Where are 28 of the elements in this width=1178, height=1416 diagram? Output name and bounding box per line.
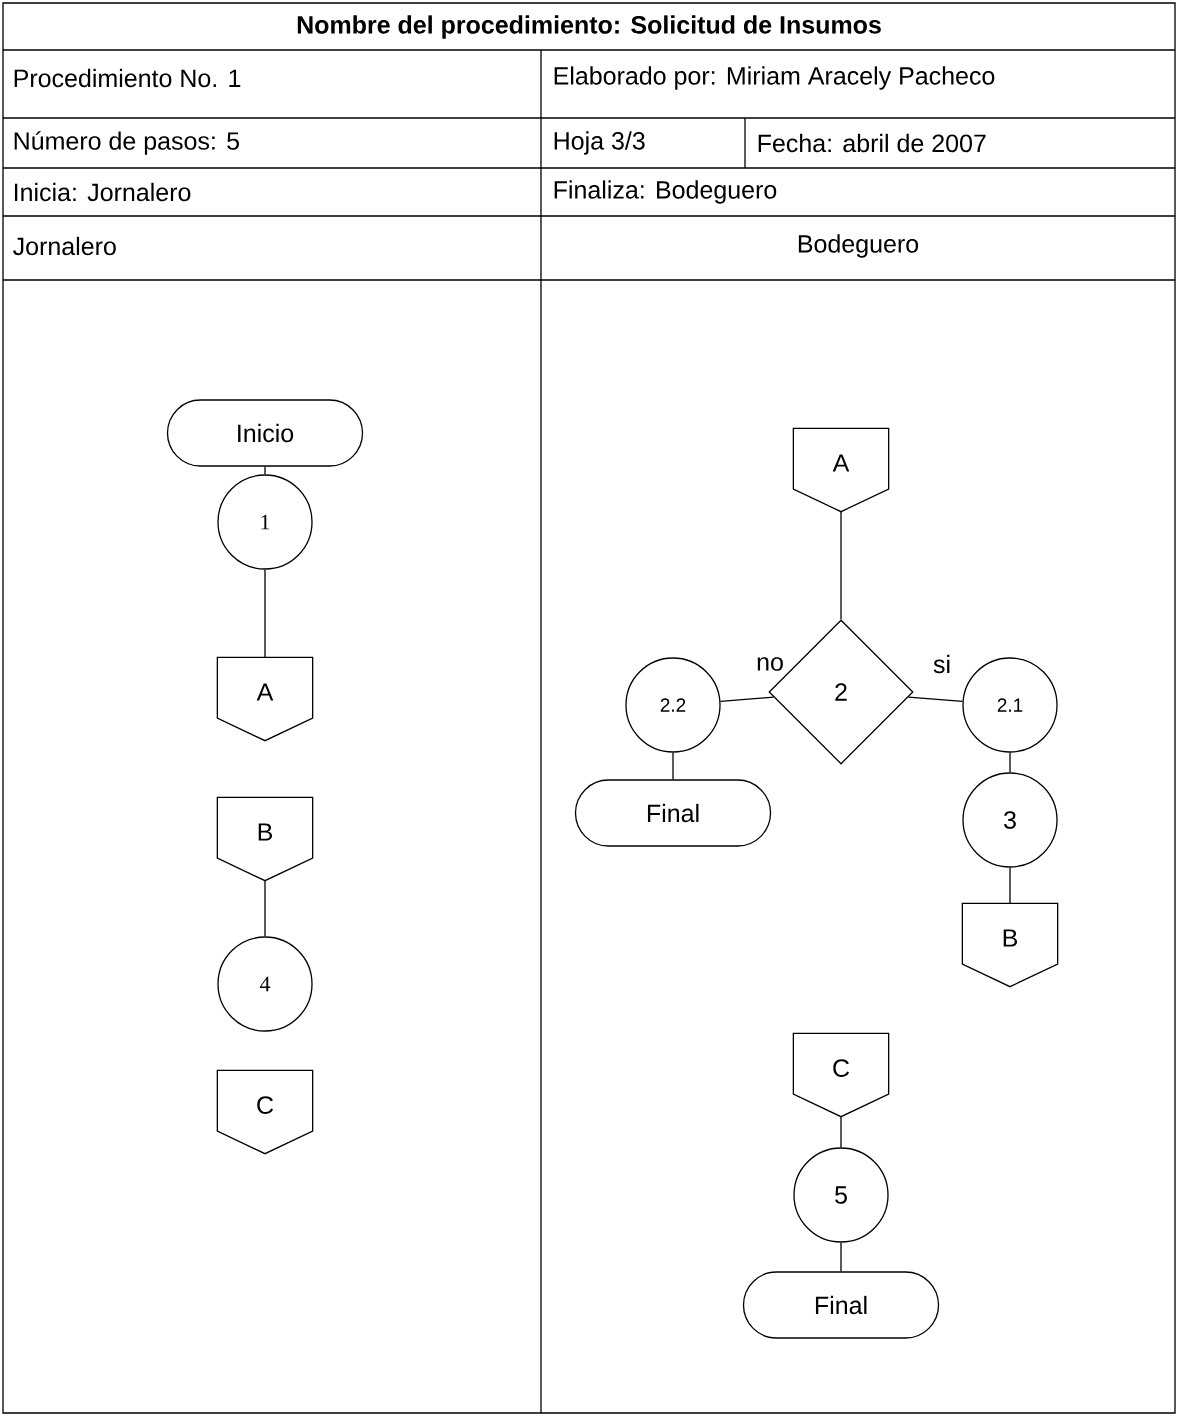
table-cell: Número de pasos: 5: [14, 131, 239, 155]
off-page-connector: A: [792, 427, 890, 513]
edge-label: si: [932, 653, 953, 675]
table-cell: Bodeguero: [798, 234, 919, 258]
off-page-connector: C: [216, 1069, 314, 1155]
off-page-connector: B: [216, 796, 314, 882]
table-cell: Elaborado por: Miriam Aracely Pacheco: [554, 66, 995, 90]
table-cell: Hoja 3/3: [554, 131, 645, 155]
connector-line: [264, 880, 266, 937]
off-page-connector: A: [216, 656, 314, 742]
connector-line: [840, 1242, 842, 1272]
connector-line: [1009, 752, 1011, 773]
table-cell: Fecha: abril de 2007: [758, 133, 986, 153]
connector-line: [672, 752, 674, 780]
connector-line: [264, 466, 266, 475]
connector-line: [1009, 867, 1011, 904]
connector-line: [719, 696, 775, 702]
connector-line: [264, 569, 266, 658]
connector-line: [840, 511, 842, 620]
table-cell: Jornalero: [13, 236, 116, 256]
table-title: Nombre del procedimiento: Solicitud de Insumos: [297, 15, 881, 39]
connector-line: [907, 696, 964, 702]
table-cell: Inicia: Jornalero: [14, 182, 191, 202]
off-page-connector: C: [792, 1032, 890, 1118]
table-cell: Procedimiento No. 1: [14, 68, 241, 88]
off-page-connector: B: [961, 902, 1059, 988]
connector-line: [840, 1116, 842, 1148]
table-cell: Finaliza: Bodeguero: [554, 180, 777, 204]
